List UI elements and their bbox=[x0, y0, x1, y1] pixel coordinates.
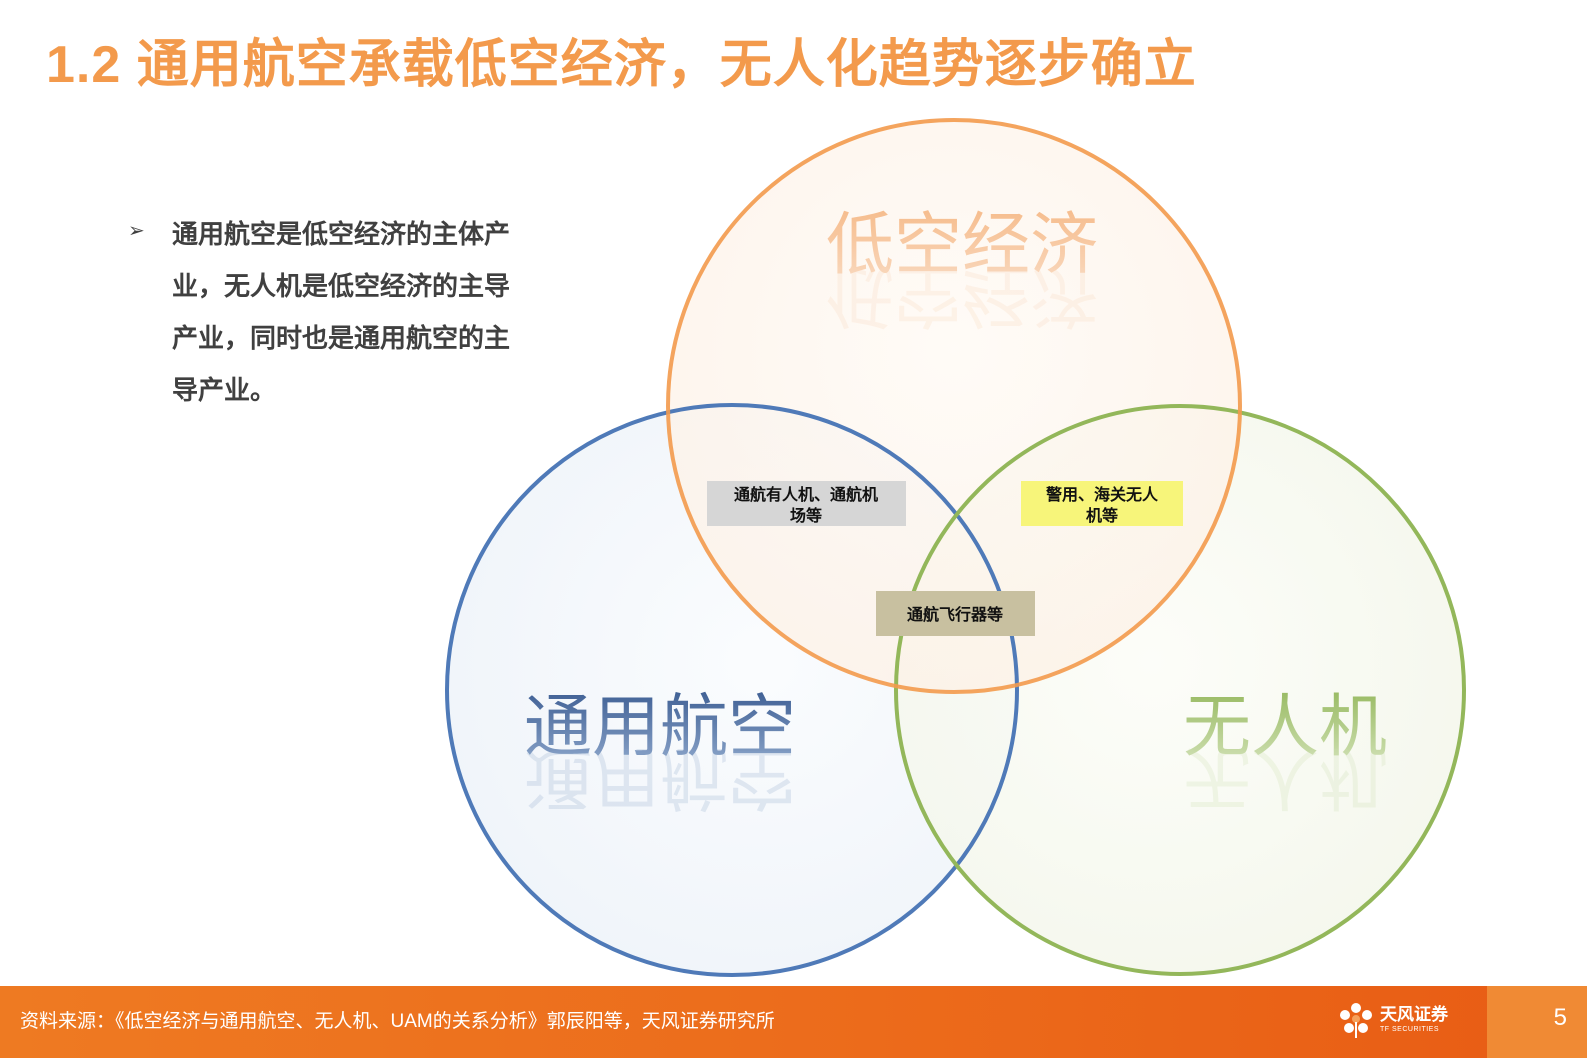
flower-logo-icon bbox=[1340, 1003, 1372, 1038]
general-aviation-label-reflection: 通用航空 bbox=[524, 739, 796, 815]
overlap-label-top-left-line1: 通航有人机、通航机 bbox=[734, 485, 878, 504]
general-aviation-circle bbox=[445, 403, 1019, 977]
bullet-point: ➢ 通用航空是低空经济的主体产业，无人机是低空经济的主导产业，同时也是通用航空的… bbox=[128, 208, 548, 416]
low-altitude-economy-circle bbox=[666, 118, 1242, 694]
drone-circle bbox=[894, 404, 1466, 976]
overlap-label-top-right-line1: 警用、海关无人 bbox=[1045, 485, 1159, 504]
drone-label: 无人机 bbox=[1183, 689, 1387, 765]
overlap-box-top-right bbox=[1021, 481, 1183, 526]
page-title: 1.2 通用航空承载低空经济，无人化趋势逐步确立 bbox=[46, 36, 1197, 94]
bullet-text: 通用航空是低空经济的主体产业，无人机是低空经济的主导产业，同时也是通用航空的主导… bbox=[172, 219, 511, 405]
overlap-label-top-right-line2: 机等 bbox=[1086, 506, 1118, 525]
arrow-bullet-icon: ➢ bbox=[128, 220, 145, 242]
overlap-label-top-left-line2: 场等 bbox=[790, 506, 822, 525]
low-altitude-economy-label-reflection: 低空经济 bbox=[826, 257, 1098, 333]
page-number-tab: 5 bbox=[1487, 986, 1587, 1058]
logo-name-en: TF SECURITIES bbox=[1380, 1026, 1440, 1033]
drone-label-reflection: 无人机 bbox=[1183, 739, 1387, 815]
overlap-label-center: 通航飞行器等 bbox=[907, 605, 1003, 624]
low-altitude-economy-label: 低空经济 bbox=[826, 207, 1098, 283]
source-note: 资料来源：《低空经济与通用航空、无人机、UAM的关系分析》郭辰阳等，天风证券研究… bbox=[20, 1011, 775, 1032]
venn-diagram: 低空经济 低空经济 通用航空 通用航空 无人机 无人机 通航有人机、通航机 场等… bbox=[445, 118, 1466, 977]
overlap-box-top-left bbox=[707, 481, 906, 526]
logo-name-cn: 天风证券 bbox=[1380, 1005, 1448, 1024]
general-aviation-label: 通用航空 bbox=[524, 689, 796, 765]
low-altitude-economy-circle-fill bbox=[668, 120, 1240, 692]
page-number: 5 bbox=[1553, 1004, 1567, 1031]
footer-bar: 资料来源：《低空经济与通用航空、无人机、UAM的关系分析》郭辰阳等，天风证券研究… bbox=[0, 986, 1587, 1058]
company-logo: 天风证券 TF SECURITIES bbox=[1336, 990, 1456, 1050]
overlap-box-center bbox=[876, 591, 1035, 636]
